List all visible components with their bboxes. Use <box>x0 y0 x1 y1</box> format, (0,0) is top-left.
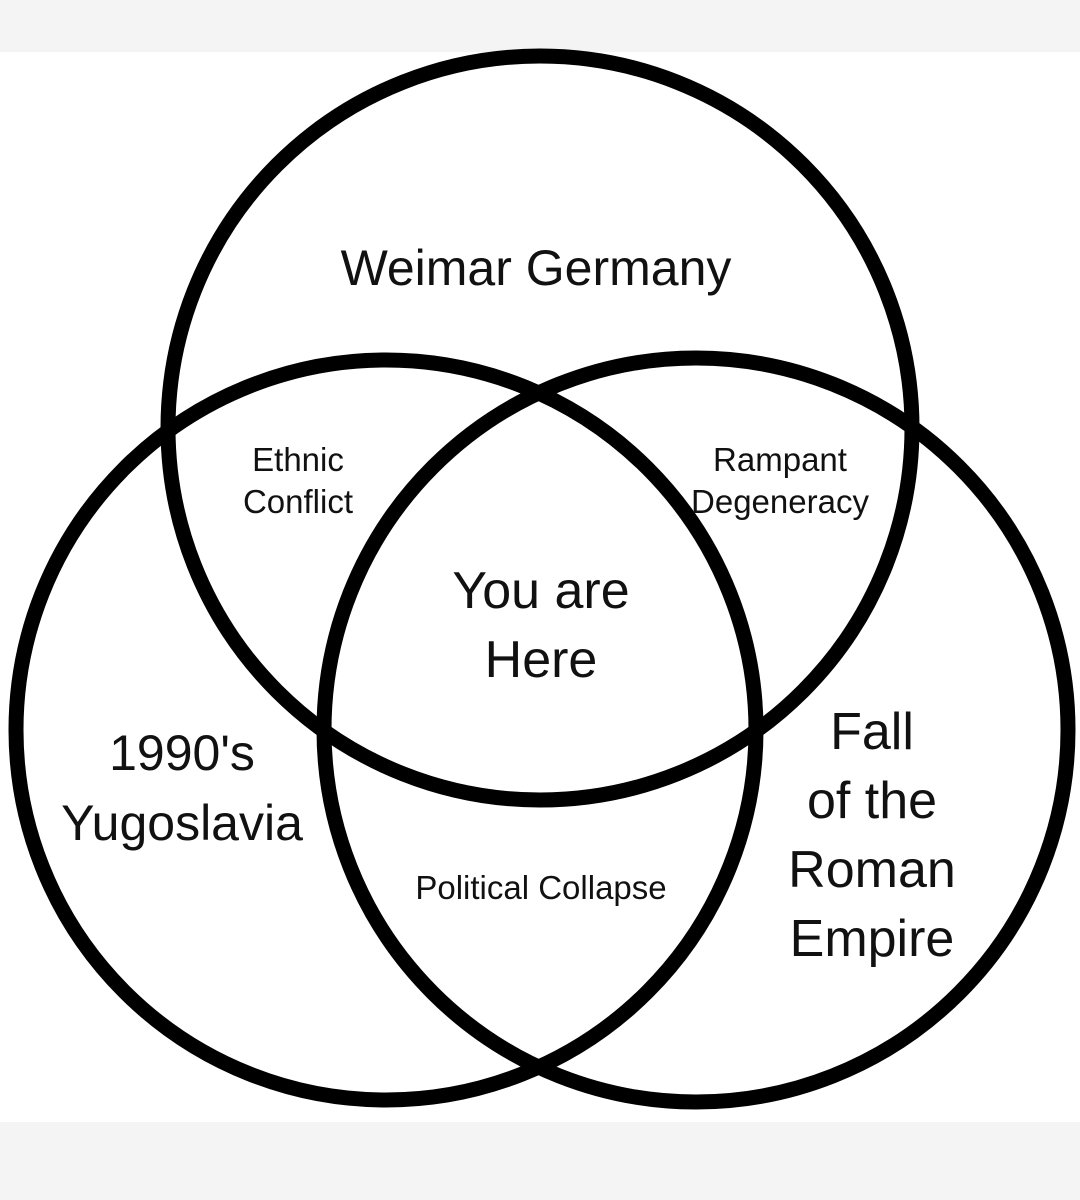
label-you-are-here-line1: You are <box>452 562 629 620</box>
label-you-are-here-line2: Here <box>485 631 598 689</box>
label-rampant-degeneracy-line1: Rampant <box>713 441 847 478</box>
label-ethnic-conflict-line2: Conflict <box>243 483 353 520</box>
label-roman-empire-line2: of the <box>807 772 937 830</box>
label-yugoslavia-line1: 1990's <box>109 725 255 781</box>
label-roman-empire-line4: Empire <box>790 910 955 968</box>
label-roman-empire-line3: Roman <box>788 841 956 899</box>
circle-left <box>8 352 764 1108</box>
label-weimar-germany: Weimar Germany <box>341 240 732 296</box>
label-ethnic-conflict-line1: Ethnic <box>252 441 344 478</box>
label-yugoslavia-line2: Yugoslavia <box>61 795 303 851</box>
circle-right <box>316 350 1076 1110</box>
label-political-collapse: Political Collapse <box>415 869 666 906</box>
label-rampant-degeneracy-line2: Degeneracy <box>691 483 869 520</box>
diagram-panel <box>0 52 1080 1122</box>
label-roman-empire-line1: Fall <box>830 703 914 761</box>
